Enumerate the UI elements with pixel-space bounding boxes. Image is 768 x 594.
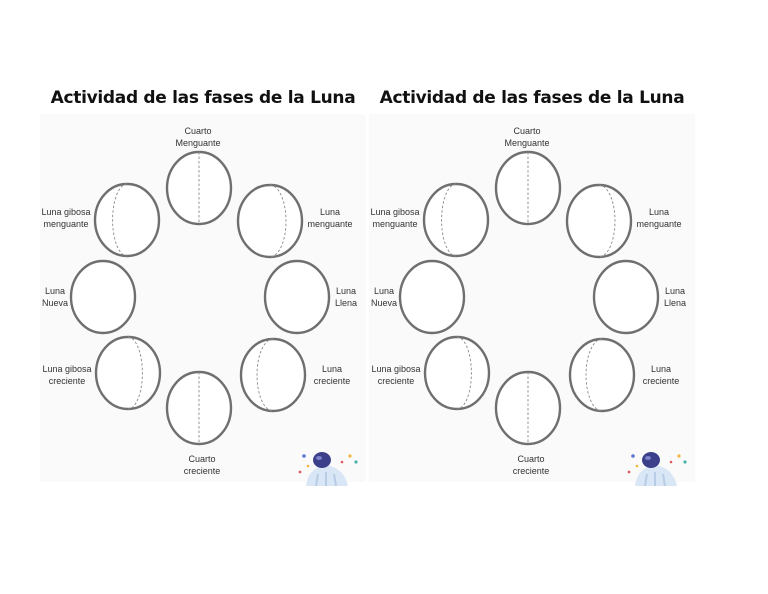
moon-phase-circle <box>565 183 633 259</box>
moon-phase-circle <box>165 150 233 226</box>
activity-sheet-left: Actividad de las fases de la Luna Cuarto… <box>38 78 368 498</box>
label-cuarto-creciente: Cuarto creciente <box>183 454 221 476</box>
label-luna-llena: Luna Llena <box>663 286 687 308</box>
moon-phase-circle <box>263 259 331 335</box>
label-luna-llena: Luna Llena <box>334 286 358 308</box>
label-luna-creciente: Luna creciente <box>642 364 680 386</box>
moon-phase-circle <box>239 337 307 413</box>
label-luna-gibosa-menguante: Luna gibosa menguante <box>41 207 91 229</box>
moon-phase-circle <box>422 182 490 258</box>
astronaut-icon <box>298 452 358 487</box>
phase-guide-line <box>127 336 143 410</box>
label-cuarto-creciente: Cuarto creciente <box>512 454 550 476</box>
moon-phase-diagram <box>398 150 660 446</box>
moon-phase-diagram <box>69 150 331 446</box>
phase-guide-line <box>456 336 472 410</box>
label-luna-nueva: Luna Nueva <box>41 286 68 308</box>
activity-sheet-right: Actividad de las fases de la Luna Cuarto… <box>367 78 697 498</box>
moon-phase-circle <box>94 335 162 411</box>
astronaut-icon <box>627 452 687 487</box>
sheet-title: Actividad de las fases de la Luna <box>50 88 356 108</box>
moon-phase-circle <box>568 337 636 413</box>
label-luna-gibosa-creciente: Luna gibosa creciente <box>371 364 421 386</box>
sheet-title: Actividad de las fases de la Luna <box>379 88 685 108</box>
phase-guide-line <box>585 338 603 412</box>
label-luna-menguante: Luna menguante <box>307 207 353 229</box>
moon-phase-circle <box>236 183 304 259</box>
moon-phase-circle <box>494 150 562 226</box>
phase-guide-line <box>112 183 128 257</box>
moon-phase-circle <box>165 370 233 446</box>
phase-guide-line <box>269 184 287 258</box>
moon-phase-circle <box>592 259 660 335</box>
label-luna-creciente: Luna creciente <box>313 364 351 386</box>
moon-phase-circle <box>494 370 562 446</box>
moon-phase-circle <box>93 182 161 258</box>
phase-guide-line <box>441 183 457 257</box>
phase-guide-line <box>256 338 274 412</box>
moon-phase-circle <box>398 259 466 335</box>
phase-guide-line <box>598 184 616 258</box>
label-luna-gibosa-menguante: Luna gibosa menguante <box>370 207 420 229</box>
moon-phase-circle <box>423 335 491 411</box>
moon-phase-circle <box>69 259 137 335</box>
label-luna-gibosa-creciente: Luna gibosa creciente <box>42 364 92 386</box>
label-luna-nueva: Luna Nueva <box>370 286 397 308</box>
label-luna-menguante: Luna menguante <box>636 207 682 229</box>
label-cuarto-menguante: Cuarto Menguante <box>504 126 550 148</box>
label-cuarto-menguante: Cuarto Menguante <box>175 126 221 148</box>
